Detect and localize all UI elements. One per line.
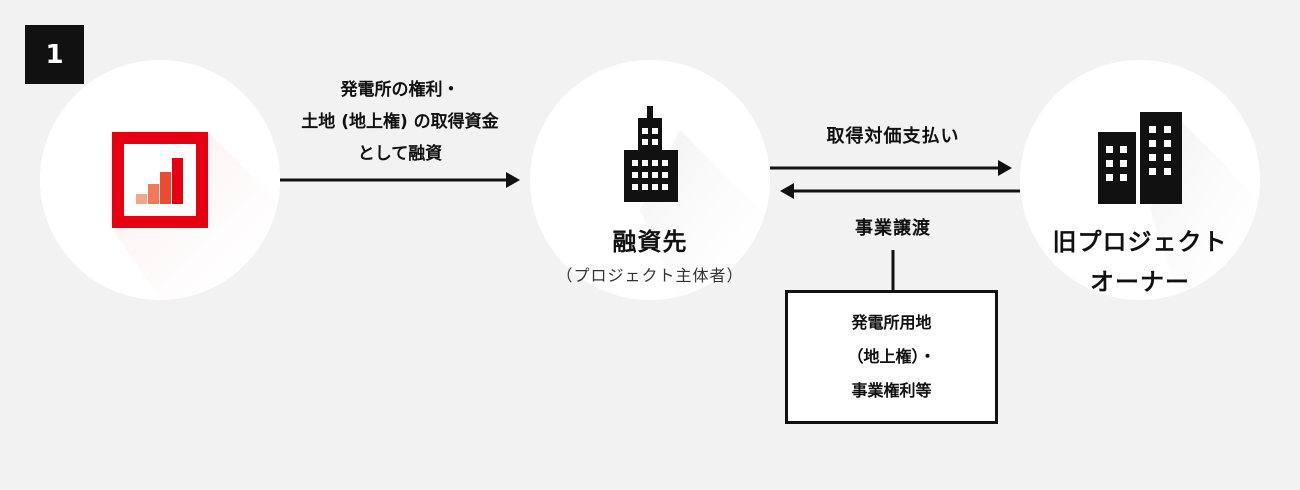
financing-label: 発電所の権利・ 土地 (地上権) の取得資金 として融資: [270, 74, 530, 170]
financing-label-line3: として融資: [357, 144, 443, 164]
owner-circle: [1020, 60, 1260, 300]
owner-label: 旧プロジェクト オーナー: [1010, 222, 1270, 302]
step-badge: 1: [25, 25, 84, 84]
assets-line3: 事業権利等: [851, 381, 932, 400]
borrower-sub: （プロジェクト主体者）: [556, 266, 744, 285]
tall-building-icon: [624, 106, 678, 202]
transfer-label: 事業譲渡: [855, 218, 931, 239]
borrower-label: 融資先 （プロジェクト主体者）: [530, 222, 770, 286]
twin-building-icon: [1098, 112, 1182, 204]
payment-label: 取得対価支払い: [826, 126, 960, 147]
assets-box: 発電所用地 （地上権）・ 事業権利等: [785, 290, 998, 424]
owner-name-line2: オーナー: [1090, 268, 1190, 296]
owner-name-line1: 旧プロジェクト: [1052, 228, 1228, 256]
assets-line2: （地上権）・: [847, 347, 936, 366]
borrower-name: 融資先: [612, 228, 688, 256]
financing-label-line1: 発電所の権利・: [340, 80, 460, 100]
assets-line1: 発電所用地: [851, 313, 932, 332]
financing-label-line2: 土地 (地上権) の取得資金: [301, 112, 499, 132]
bank-logo-icon: [112, 132, 208, 228]
